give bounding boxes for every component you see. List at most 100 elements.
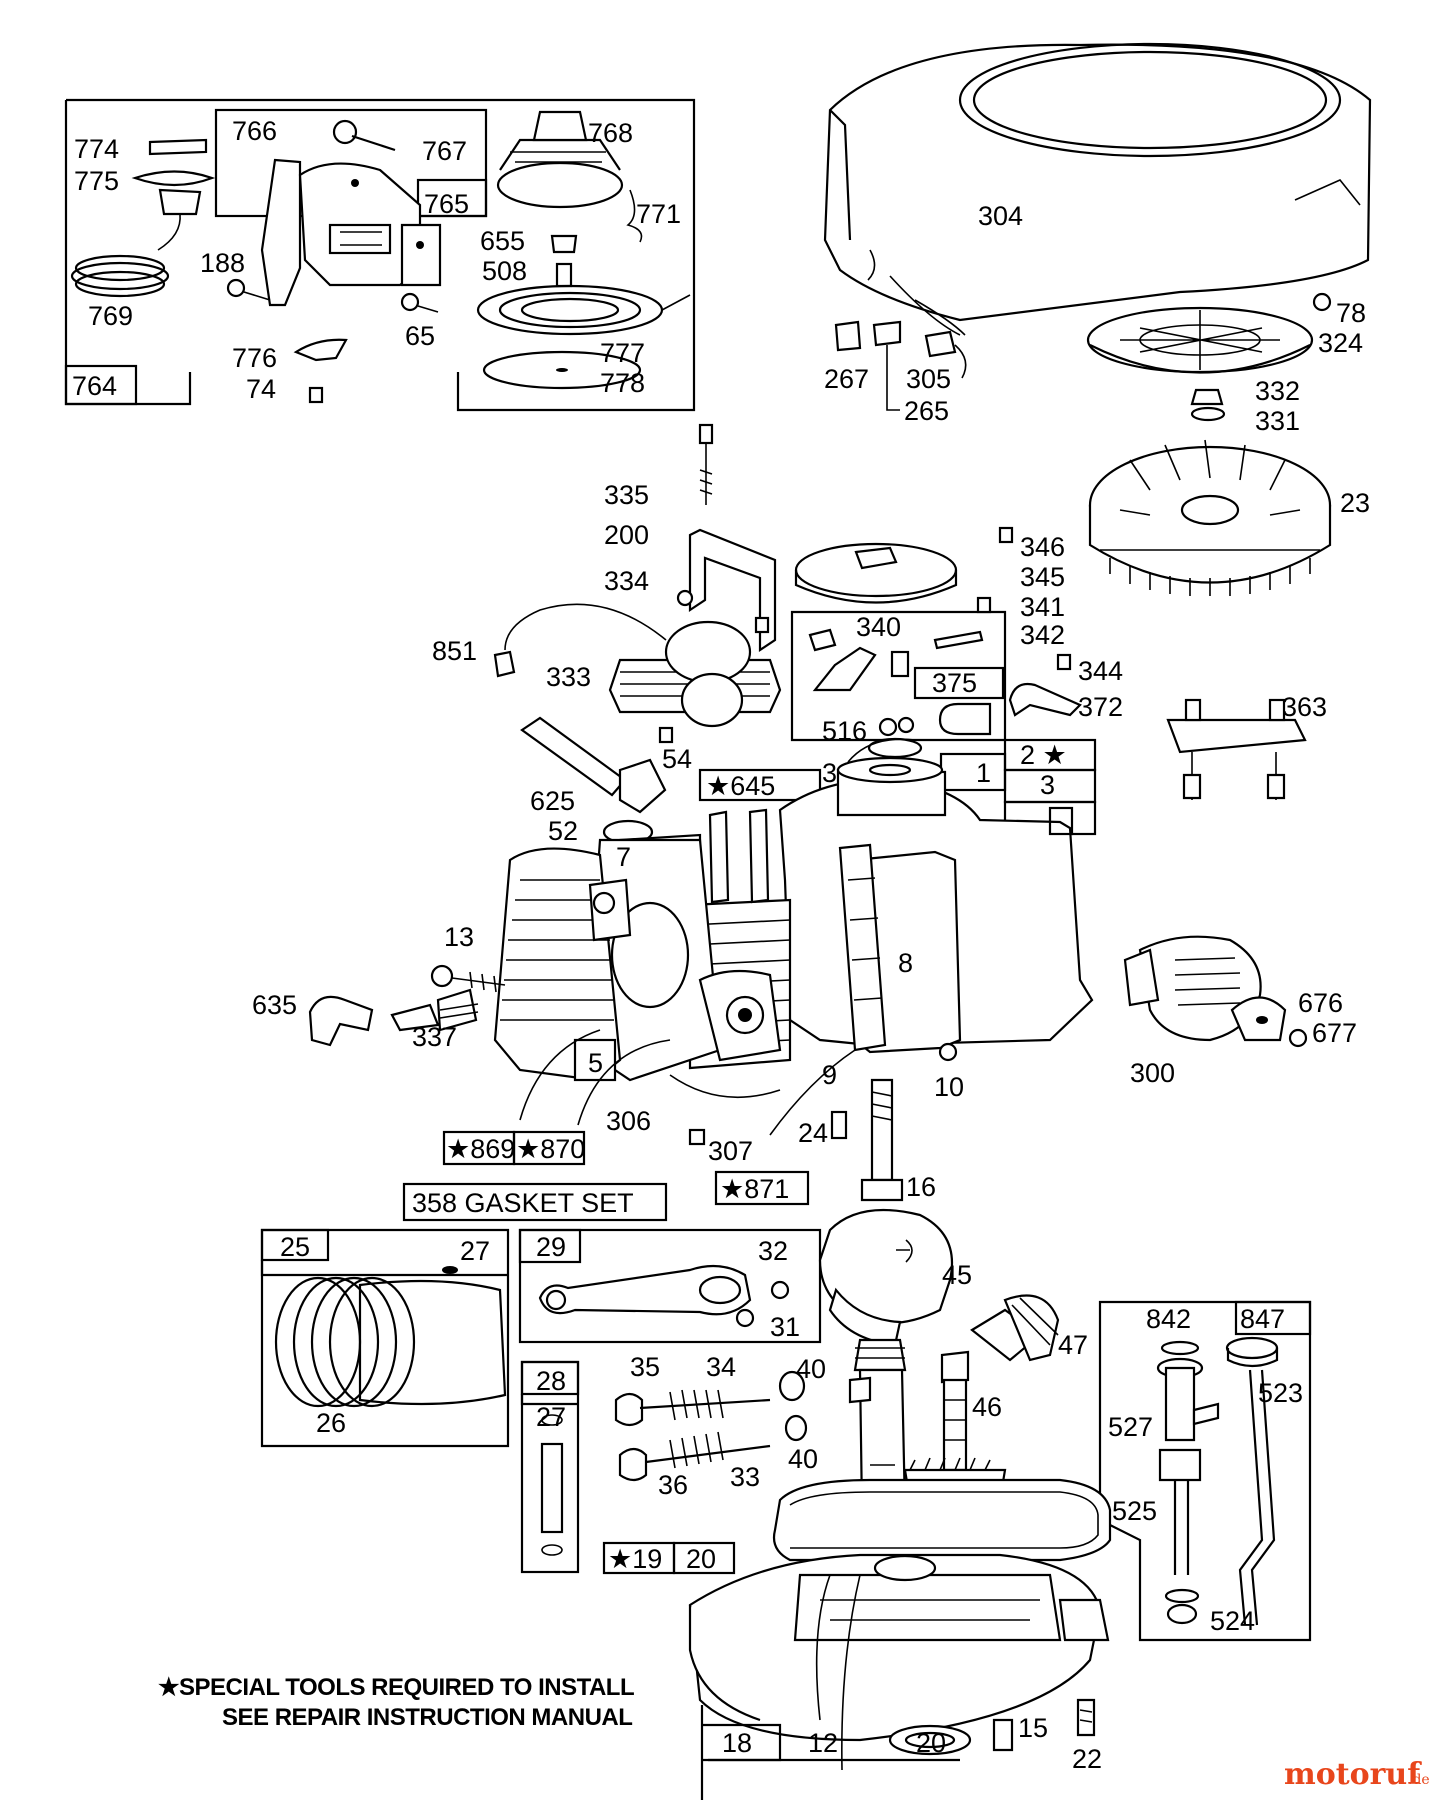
crankshaft-group	[818, 1078, 954, 1512]
part-label: 342	[1020, 620, 1065, 650]
box-label: 375	[932, 668, 977, 698]
part-label: 340	[856, 612, 901, 642]
part-label: 9	[822, 1060, 837, 1090]
part-label: 324	[1318, 328, 1363, 358]
part-label: 775	[74, 166, 119, 196]
part-label: 74	[246, 374, 276, 404]
box-label: 25	[280, 1232, 310, 1262]
part-label: 524	[1210, 1606, 1255, 1636]
part-label: 337	[412, 1022, 457, 1052]
note-line-2: SEE REPAIR INSTRUCTION MANUAL	[222, 1704, 632, 1731]
part-label: 332	[1255, 376, 1300, 406]
part-label: 516	[822, 716, 867, 746]
box-label: 29	[536, 1232, 566, 1262]
part-label: 304	[978, 201, 1023, 231]
part-label: 363	[1282, 692, 1327, 722]
part-label: 527	[1108, 1412, 1153, 1442]
part-label: 32	[758, 1236, 788, 1266]
part-label: 36	[658, 1470, 688, 1500]
part-label: 842	[1146, 1304, 1191, 1334]
part-label: 344	[1078, 656, 1123, 686]
part-label: 372	[1078, 692, 1123, 722]
oil-fill-group	[1098, 1300, 1312, 1642]
part-label: 523	[1258, 1378, 1303, 1408]
part-label: 778	[600, 368, 645, 398]
part-label: 767	[422, 136, 467, 166]
part-label: 8	[898, 948, 913, 978]
part-label: 333	[546, 662, 591, 692]
box-label: 2 ★	[1020, 740, 1067, 770]
part-label: 676	[1298, 988, 1343, 1018]
gasket-set-label: 358 GASKET SET	[412, 1188, 634, 1218]
part-label: 47	[1058, 1330, 1088, 1360]
part-label: 300	[1130, 1058, 1175, 1088]
part-label: 7	[616, 842, 631, 872]
part-label: 625	[530, 786, 575, 816]
part-label: 23	[1340, 488, 1370, 518]
part-label: 27	[460, 1236, 490, 1266]
part-label: 307	[708, 1136, 753, 1166]
part-label: 677	[1312, 1018, 1357, 1048]
part-label: 78	[1336, 298, 1366, 328]
part-label: 3	[822, 758, 837, 788]
part-label: 10	[934, 1072, 964, 1102]
box-label: 28	[536, 1366, 566, 1396]
part-label: 525	[1112, 1496, 1157, 1526]
special-tools-note: ★SPECIAL TOOLS REQUIRED TO INSTALL SEE R…	[158, 1674, 635, 1731]
part-label: 851	[432, 636, 477, 666]
part-label: 20	[916, 1728, 946, 1758]
box-label: ★870	[516, 1134, 585, 1164]
part-label: 188	[200, 248, 245, 278]
starter-assembly-group	[64, 98, 696, 412]
part-label: 766	[232, 116, 277, 146]
part-label: 306	[606, 1106, 651, 1136]
part-label: 774	[74, 134, 119, 164]
part-label: 508	[482, 256, 527, 286]
box-label: ★645	[706, 771, 775, 801]
part-label: 765	[424, 189, 469, 219]
blower-housing-group	[823, 42, 1372, 596]
part-label: 265	[904, 396, 949, 426]
part-label: 335	[604, 480, 649, 510]
part-label: 776	[232, 343, 277, 373]
watermark-tld: .de	[1408, 1772, 1430, 1788]
reference-boxes	[402, 1130, 810, 1222]
sump-group	[602, 1478, 1112, 1800]
part-label: 22	[1072, 1744, 1102, 1774]
part-label: 15	[1018, 1713, 1048, 1743]
valves-group	[520, 1360, 808, 1574]
part-label: 13	[444, 922, 474, 952]
part-labels: 774 775 766 767 765 768 771 188 769 655 …	[72, 116, 1370, 1774]
part-label: 777	[600, 338, 645, 368]
piston-group	[260, 1228, 510, 1448]
part-label: 34	[706, 1352, 736, 1382]
part-label: 33	[730, 1462, 760, 1492]
part-label: 12	[808, 1728, 838, 1758]
box-label: 20	[686, 1544, 716, 1574]
box-label: 847	[1240, 1304, 1285, 1334]
box-label: 18	[722, 1728, 752, 1758]
part-label: 769	[88, 301, 133, 331]
part-label: 768	[588, 118, 633, 148]
part-label: 635	[252, 990, 297, 1020]
box-label: ★871	[720, 1174, 789, 1204]
part-label: 35	[630, 1352, 660, 1382]
part-label: 16	[906, 1172, 936, 1202]
part-label: 45	[942, 1260, 972, 1290]
cylinder-block-group	[308, 423, 1308, 1146]
part-label: 24	[798, 1118, 828, 1148]
part-label: 54	[662, 744, 692, 774]
part-label: 341	[1020, 592, 1065, 622]
part-label: 31	[770, 1312, 800, 1342]
part-label: 40	[788, 1444, 818, 1474]
box-label: 3	[1040, 770, 1055, 800]
part-label: 65	[405, 321, 435, 351]
part-label: 46	[972, 1392, 1002, 1422]
part-label: 305	[906, 364, 951, 394]
connecting-rod-group	[518, 1228, 822, 1344]
note-line-1: ★SPECIAL TOOLS REQUIRED TO INSTALL	[158, 1674, 634, 1701]
box-label: ★869	[446, 1134, 515, 1164]
part-label: 40	[796, 1354, 826, 1384]
part-label: 200	[604, 520, 649, 550]
